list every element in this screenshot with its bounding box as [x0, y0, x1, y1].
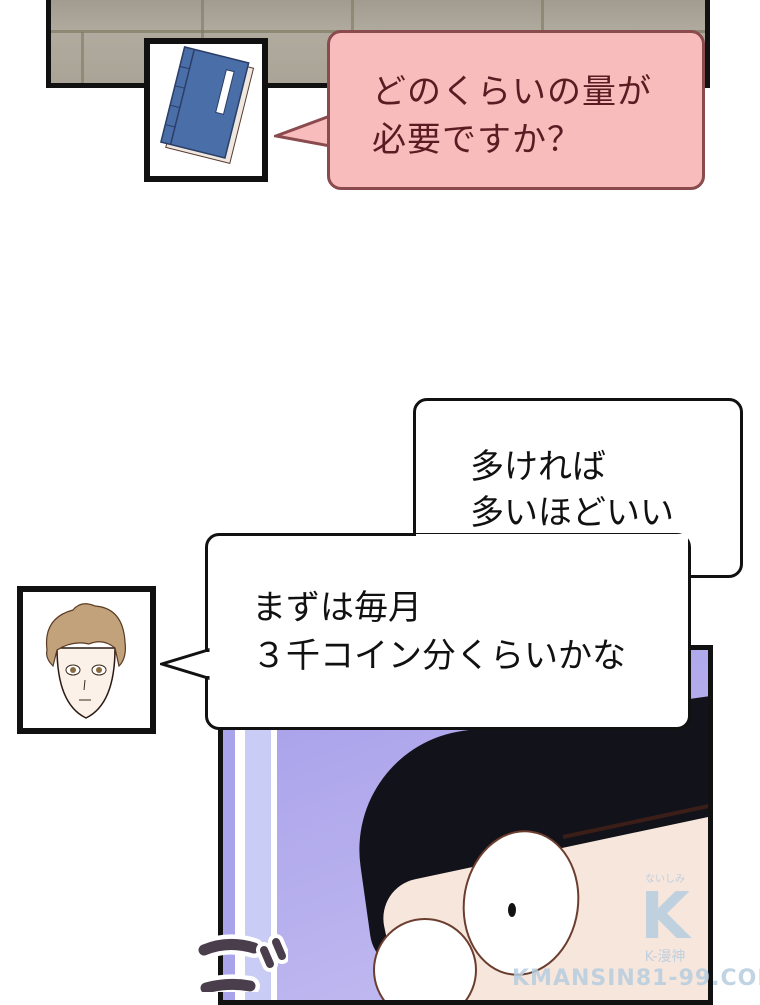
pink-bubble-tail [274, 114, 334, 148]
background-stripe [271, 650, 277, 1000]
character-eye [508, 903, 516, 917]
sound-effect-go [198, 934, 288, 992]
speaker-portrait-book [144, 38, 268, 182]
speech-line: 多いほどいい [470, 493, 674, 533]
speech-text-boy-1: 多ければ 多いほどいい [470, 444, 674, 536]
watermark-k-icon: K [640, 880, 690, 954]
watermark-url: KMANSIN81-99.COM [512, 966, 760, 991]
speaker-portrait-boy [17, 586, 156, 734]
background-stripe [235, 650, 245, 1000]
speech-line: 必要ですか？ [372, 120, 582, 160]
floor-tile-line [81, 32, 84, 83]
white-bubble-tail [160, 648, 212, 681]
glasses-lens [373, 918, 477, 1000]
blue-book-icon [159, 46, 255, 164]
speech-line: まずは毎月 [252, 588, 422, 628]
bubble-join [416, 534, 688, 582]
speech-line: 多ければ [470, 447, 606, 487]
speech-line: どのくらいの量が [372, 72, 652, 112]
watermark-sub: K-漫神 [644, 949, 686, 965]
watermark-top-text: ないしみ [645, 874, 685, 885]
watermark-logo: ないしみ K K-漫神 [590, 870, 740, 965]
speech-text-boy-2: まずは毎月 ３千コイン分くらいかな [252, 584, 626, 680]
brown-haired-boy-icon [45, 603, 126, 719]
speech-line: ３千コイン分くらいかな [252, 636, 626, 676]
speech-bubble-pink [327, 30, 705, 190]
speech-text-book: どのくらいの量が 必要ですか？ [372, 68, 652, 164]
